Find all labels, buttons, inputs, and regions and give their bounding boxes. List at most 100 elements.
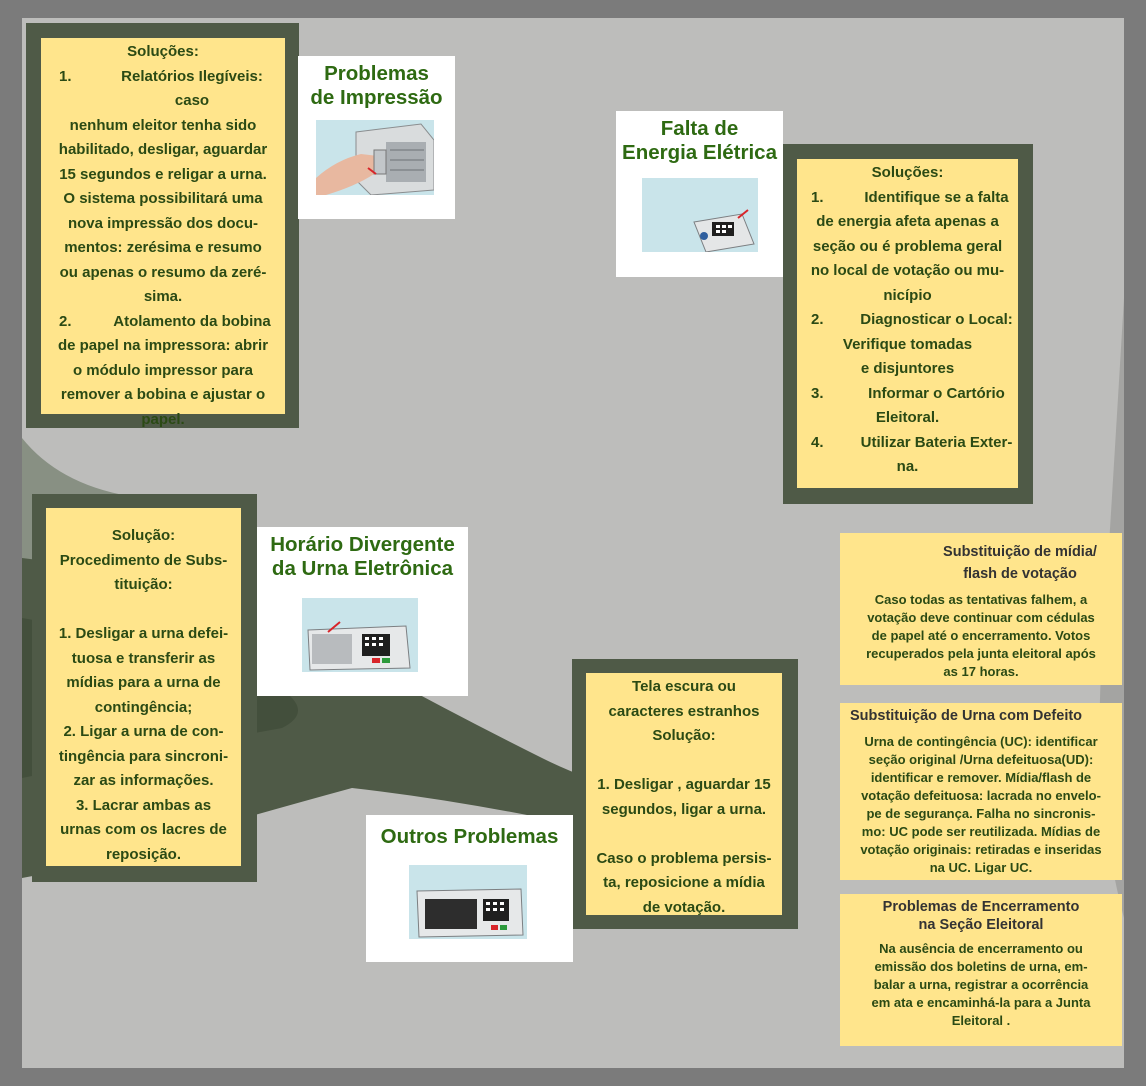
outros-line: caracteres estranhos bbox=[608, 702, 760, 720]
horario-line: tingência para sincroni- bbox=[58, 747, 229, 765]
impressao-item-1: 1. Relatórios Ilegíveis: caso nenhum eleit… bbox=[49, 65, 277, 310]
urna-body-line: na UC. Ligar UC. bbox=[929, 860, 1033, 875]
encerramento-body-line: Eleitoral . bbox=[951, 1013, 1011, 1028]
outros-card: Outros Problemas bbox=[366, 815, 573, 962]
impressao-item-line: mentos: zerésima e resumo bbox=[64, 239, 262, 256]
urna-body-line: Urna de contingência (UC): identificar bbox=[864, 734, 1098, 749]
horario-line: urnas com os lacres de bbox=[60, 821, 227, 838]
horario-line: tuosa e transferir as bbox=[71, 649, 216, 667]
outros-line: segundos, ligar a urna. bbox=[601, 800, 767, 818]
outros-line: Tela escura ou bbox=[632, 678, 736, 695]
impressao-card: Problemas de Impressão bbox=[298, 56, 455, 219]
horario-line bbox=[54, 598, 233, 623]
midia-body-line: Caso todas as tentativas falhem, a bbox=[874, 592, 1088, 607]
urna-note: Substituição de Urna com Defeito Urna de… bbox=[840, 703, 1122, 880]
impressao-item-line: de papel na impressora: abrir bbox=[57, 337, 269, 354]
impressao-item-line: papel. bbox=[141, 410, 185, 428]
horario-line: mídias para a urna de bbox=[66, 674, 221, 691]
energia-item-line: seção ou é problema geral bbox=[812, 237, 1003, 255]
urna-body-line: pe de segurança. Falha no sincronis- bbox=[866, 806, 1096, 821]
energia-item-line: no local de votação ou mu- bbox=[810, 262, 1005, 279]
energia-item-line: Verifique tomadas bbox=[842, 335, 973, 353]
energia-item-line: na. bbox=[896, 458, 919, 475]
impressao-item-line: 15 segundos e religar a urna. bbox=[59, 165, 267, 183]
midia-note: Substituição de mídia/flash de votação C… bbox=[840, 533, 1122, 685]
outros-line: Caso o problema persis- bbox=[596, 849, 772, 867]
encerramento-body-line: emissão dos boletins de urna, em- bbox=[874, 959, 1088, 974]
impressao-item-line: nenhum eleitor tenha sido bbox=[69, 116, 257, 134]
voting-machine-power-illustration bbox=[642, 178, 758, 252]
energia-item-number: 3. bbox=[811, 384, 824, 402]
midia-heading-line: flash de votação bbox=[963, 566, 1077, 582]
energia-card: Falta de Energia Elétrica bbox=[616, 111, 783, 277]
midia-heading-line: Substituição de mídia/ bbox=[943, 544, 1097, 560]
urna-note-body: Urna de contingência (UC): identificar se… bbox=[850, 733, 1112, 877]
horario-line: zar as informações. bbox=[73, 772, 214, 789]
horario-line: tituição: bbox=[114, 576, 173, 593]
horario-line: Procedimento de Subs- bbox=[59, 551, 228, 569]
midia-body-line: recuperados pela junta eleitoral após bbox=[866, 646, 1096, 661]
energia-item-number: 2. bbox=[811, 311, 824, 328]
impressao-item-line: ou apenas o resumo da zeré- bbox=[59, 263, 267, 281]
encerramento-body-line: balar a urna, registrar a ocorrência bbox=[873, 977, 1089, 992]
energia-solutions-heading: Soluções: bbox=[871, 164, 944, 181]
impressao-card-title: Problemas de Impressão bbox=[310, 62, 443, 109]
energia-solutions-note: Soluções: 1. Identifique se a falta de ene… bbox=[797, 159, 1018, 488]
impressao-item-line: O sistema possibilitará uma bbox=[63, 190, 263, 207]
impressao-item-line: Relatórios Ilegíveis: caso bbox=[121, 67, 263, 110]
urna-body-line: seção original /Urna defeituosa(UD): bbox=[868, 752, 1094, 767]
energia-item-line: Diagnosticar o Local: bbox=[860, 311, 1013, 328]
midia-note-heading: Substituição de mídia/flash de votação bbox=[850, 541, 1112, 585]
outros-line: 1. Desligar , aguardar 15 bbox=[597, 776, 771, 793]
impressao-solutions-heading: Soluções: bbox=[127, 43, 199, 60]
horario-solution-note: Solução: Procedimento de Subs-tituição: 1… bbox=[46, 508, 241, 866]
energia-item-line: e disjuntores bbox=[860, 360, 955, 377]
hand-printer-illustration bbox=[316, 120, 434, 195]
outros-line: Solução: bbox=[652, 727, 716, 744]
urna-body-line: identificar e remover. Mídia/flash de bbox=[870, 770, 1092, 785]
horario-card: Horário Divergente da Urna Eletrônica bbox=[257, 527, 468, 696]
horario-card-title: Horário Divergente da Urna Eletrônica bbox=[270, 533, 455, 580]
outros-line bbox=[594, 822, 774, 847]
horario-line: reposição. bbox=[105, 845, 182, 863]
horario-line: 3. Lacrar ambas as bbox=[75, 796, 212, 814]
energia-item-number: 4. bbox=[811, 433, 824, 451]
outros-line bbox=[594, 749, 774, 774]
energia-card-title: Falta de Energia Elétrica bbox=[622, 117, 777, 164]
energia-item-line: de energia afeta apenas a bbox=[816, 213, 999, 230]
urna-body-line: mo: UC pode ser reutilizada. Mídias de bbox=[861, 824, 1101, 839]
urna-body-line: votação defeituosa: lacrada no envelo- bbox=[861, 788, 1101, 803]
impressao-item-line: habilitado, desligar, aguardar bbox=[58, 141, 268, 158]
encerramento-heading-line: Problemas de Encerramento bbox=[882, 899, 1080, 915]
impressao-item-2: 2. Atolamento da bobina de papel na impres… bbox=[49, 310, 277, 433]
impressao-item-line: Atolamento da bobina bbox=[113, 312, 271, 330]
energia-item-line: Identifique se a falta bbox=[864, 188, 1009, 206]
midia-body-line: as 17 horas. bbox=[943, 664, 1019, 679]
urna-body-line: votação originais: retiradas e inseridas bbox=[860, 842, 1102, 857]
midia-body-line: votação deve continuar com cédulas bbox=[867, 610, 1095, 625]
energia-item-number: 1. bbox=[811, 188, 824, 206]
impressao-item-line: sima. bbox=[143, 288, 183, 305]
horario-line: Solução: bbox=[111, 527, 176, 544]
energia-item-line: Utilizar Bateria Exter- bbox=[860, 433, 1013, 451]
impressao-solutions-list: 1. Relatórios Ilegíveis: caso nenhum eleit… bbox=[49, 65, 277, 433]
impressao-item-number: 1. bbox=[59, 67, 72, 85]
energia-item-2: 2. Diagnosticar o Local: Verifique tomadas… bbox=[801, 308, 1014, 382]
energia-item-line: Eleitoral. bbox=[875, 409, 940, 426]
energia-item-1: 1. Identifique se a falta de energia afeta… bbox=[801, 186, 1014, 309]
midia-note-body: Caso todas as tentativas falhem, a votaçã… bbox=[850, 591, 1112, 681]
impressao-item-number: 2. bbox=[59, 312, 72, 330]
voting-machine-clock-illustration bbox=[302, 598, 418, 672]
horario-line: 1. Desligar a urna defei- bbox=[58, 625, 229, 642]
impressao-item-line: o módulo impressor para bbox=[72, 361, 254, 379]
urna-note-heading: Substituição de Urna com Defeito bbox=[850, 705, 1112, 727]
outros-line: ta, reposicione a mídia bbox=[603, 874, 765, 891]
energia-item-line: nicípio bbox=[883, 286, 932, 304]
impressao-item-line: remover a bobina e ajustar o bbox=[60, 386, 266, 403]
